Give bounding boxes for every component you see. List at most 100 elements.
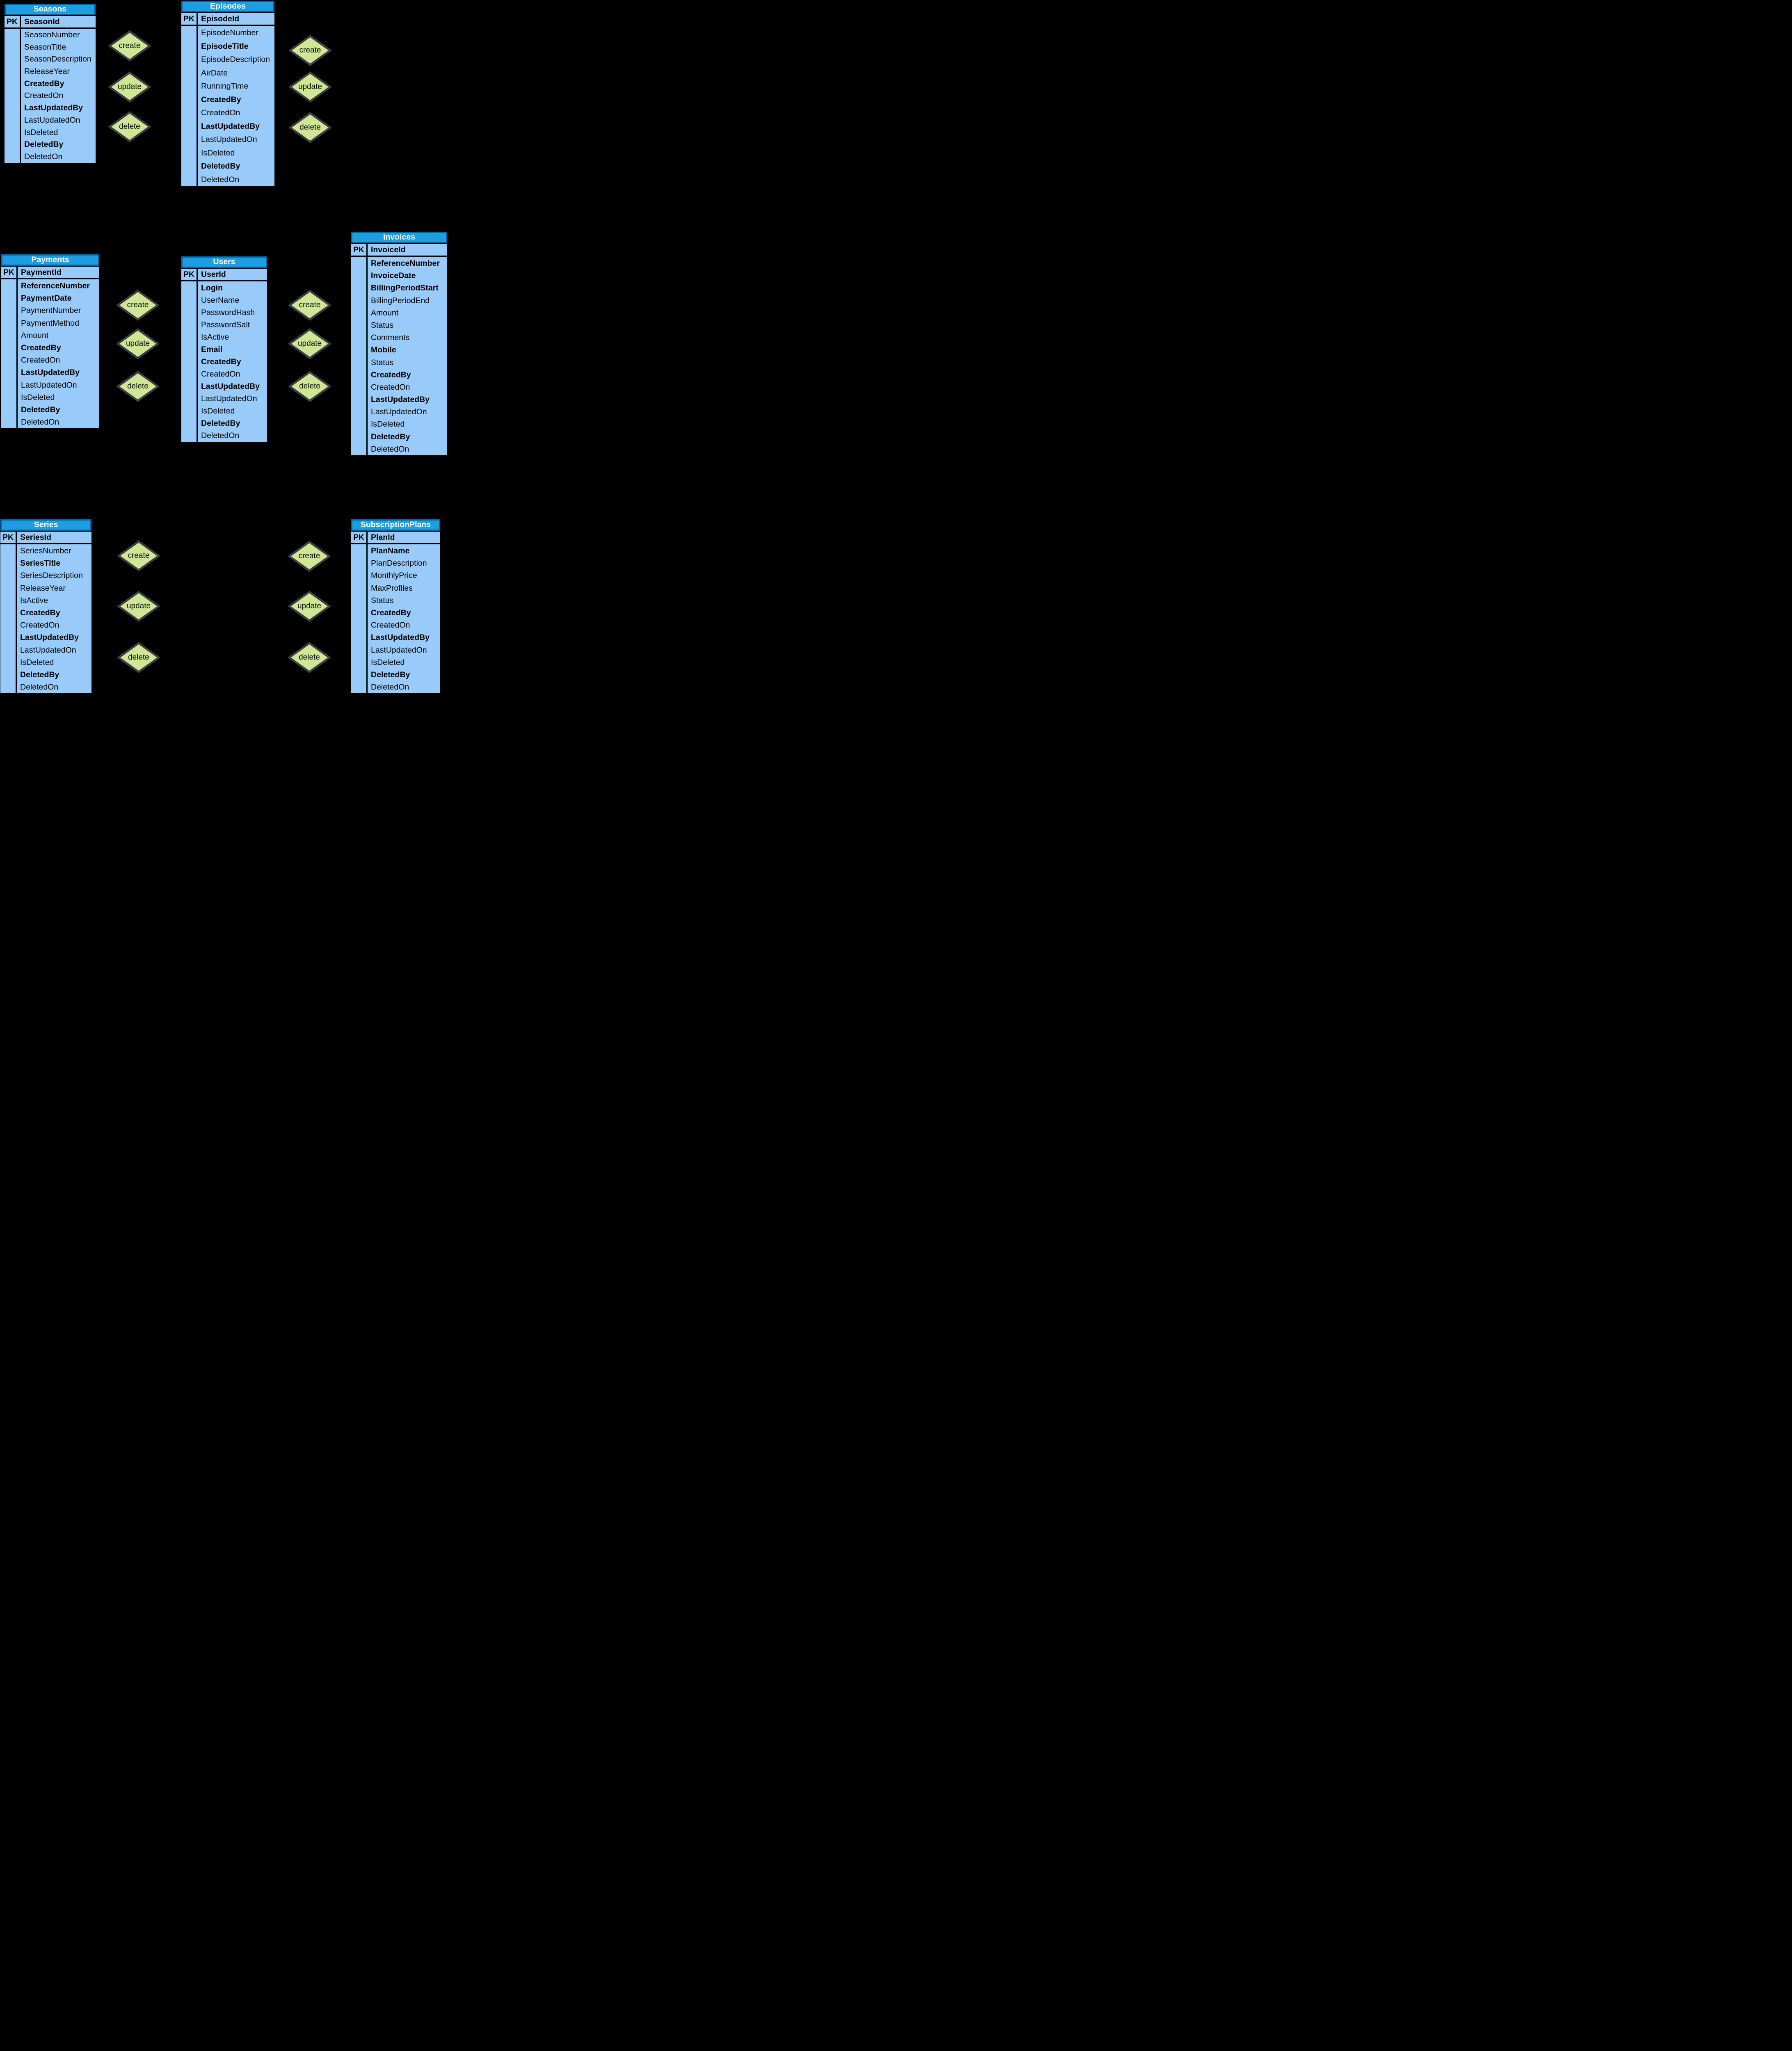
operation-diamond-update: update [288, 328, 331, 359]
pk-badge: PK [181, 269, 197, 280]
operation-label: delete [119, 122, 140, 131]
diamond-shape [288, 328, 331, 359]
attribute-CreatedOn: CreatedOn [201, 108, 240, 117]
attribute-PaymentMethod: PaymentMethod [21, 318, 79, 328]
attribute-ReleaseYear: ReleaseYear [20, 583, 66, 593]
operation-diamond-create: create [117, 290, 159, 321]
attribute-AirDate: AirDate [201, 68, 228, 78]
operation-label: create [127, 301, 149, 309]
operation-group-right-of-series: create update delete [117, 0, 160, 693]
attribute-DeletedBy: DeletedBy [371, 432, 410, 441]
operation-label: delete [299, 653, 320, 662]
attribute-IsDeleted: IsDeleted [20, 658, 54, 667]
attribute-UserName: UserName [201, 296, 240, 305]
attribute-SeriesTitle: SeriesTitle [20, 559, 61, 568]
attribute-SeriesDescription: SeriesDescription [20, 571, 83, 580]
attribute-EpisodeNumber: EpisodeNumber [201, 28, 258, 37]
attribute-DeletedBy: DeletedBy [24, 140, 64, 149]
attribute-Status: Status [371, 358, 394, 367]
attribute-CreatedBy: CreatedBy [20, 608, 60, 617]
attribute-LastUpdatedOn: LastUpdatedOn [20, 645, 76, 655]
diamond-shape [117, 591, 160, 622]
operation-diamond-create: create [289, 35, 331, 66]
operation-diamond-create: create [288, 541, 331, 572]
pk-column-spacer [351, 257, 366, 455]
diamond-shape [117, 540, 160, 571]
operation-diamond-update: update [288, 591, 331, 622]
attribute-PasswordSalt: PasswordSalt [201, 320, 250, 329]
pk-badge: PK [1, 267, 16, 278]
pk-column-spacer [181, 26, 197, 186]
attribute-ReferenceNumber: ReferenceNumber [371, 259, 440, 268]
operation-diamond-update: update [108, 71, 151, 103]
attribute-DeletedBy: DeletedBy [201, 162, 240, 171]
attribute-LastUpdatedBy: LastUpdatedBy [24, 103, 83, 113]
attribute-MonthlyPrice: MonthlyPrice [371, 571, 417, 580]
attribute-Comments: Comments [371, 333, 410, 343]
operation-label: delete [299, 382, 320, 391]
operation-diamond-delete: delete [289, 112, 331, 143]
pk-column-spacer [1, 279, 16, 429]
diamond-shape [288, 642, 331, 673]
pk-badge: PK [5, 16, 20, 27]
attribute-RunningTime: RunningTime [201, 82, 249, 91]
attribute-LastUpdatedBy: LastUpdatedBy [371, 633, 430, 642]
operation-group-right-of-episodes: create update delete [289, 0, 331, 693]
attribute-DeletedOn: DeletedOn [20, 683, 59, 692]
attribute-IsDeleted: IsDeleted [24, 128, 58, 137]
pk-badge: PK [351, 532, 366, 543]
attribute-DeletedBy: DeletedBy [371, 670, 410, 679]
operation-diamond-create: create [288, 290, 331, 321]
entity-title-episodes: Episodes [181, 1, 274, 12]
diamond-shape [108, 111, 151, 142]
diamond-shape [117, 290, 159, 321]
attribute-DeletedBy: DeletedBy [201, 419, 240, 428]
attribute-IsDeleted: IsDeleted [201, 148, 235, 158]
attribute-CreatedBy: CreatedBy [21, 343, 61, 352]
pk-column-spacer [0, 544, 16, 693]
pk-column-spacer [351, 544, 366, 693]
operation-diamond-delete: delete [117, 371, 159, 402]
attribute-SeasonTitle: SeasonTitle [24, 42, 66, 52]
attribute-Status: Status [371, 320, 394, 330]
operation-diamond-delete: delete [117, 642, 160, 673]
attribute-BillingPeriodEnd: BillingPeriodEnd [371, 296, 430, 305]
attribute-CreatedOn: CreatedOn [371, 382, 410, 392]
entity-title-users: Users [181, 256, 267, 268]
attribute-MaxProfiles: MaxProfiles [371, 583, 413, 593]
diamond-shape [288, 371, 331, 402]
attribute-EpisodeTitle: EpisodeTitle [201, 41, 249, 51]
diamond-shape [117, 642, 160, 673]
key-field: PaymentId [18, 267, 99, 278]
attribute-IsDeleted: IsDeleted [201, 407, 235, 416]
attribute-CreatedOn: CreatedOn [20, 621, 59, 630]
operation-group-between-seasons-and-episodes: create update delete [108, 0, 151, 693]
operation-label: delete [299, 123, 321, 132]
entity-title-seasons: Seasons [5, 4, 96, 15]
attribute-PaymentDate: PaymentDate [21, 294, 72, 303]
attribute-BillingPeriodStart: BillingPeriodStart [371, 283, 439, 293]
pk-badge: PK [351, 244, 366, 256]
operation-label: update [117, 82, 142, 91]
operation-diamond-update: update [117, 328, 159, 359]
attribute-IsActive: IsActive [201, 333, 229, 342]
key-field: SeriesId [17, 532, 91, 543]
attribute-ReleaseYear: ReleaseYear [24, 67, 70, 76]
attribute-PlanName: PlanName [371, 546, 410, 555]
attribute-IsDeleted: IsDeleted [21, 393, 55, 402]
diamond-shape [289, 71, 331, 103]
operation-label: delete [128, 653, 149, 662]
attribute-LastUpdatedOn: LastUpdatedOn [24, 115, 80, 125]
attribute-LastUpdatedBy: LastUpdatedBy [201, 121, 260, 131]
diamond-shape [288, 290, 331, 321]
pk-badge: PK [181, 13, 197, 25]
operation-diamond-delete: delete [108, 111, 151, 142]
diamond-shape [289, 35, 331, 66]
attribute-CreatedOn: CreatedOn [371, 621, 410, 630]
